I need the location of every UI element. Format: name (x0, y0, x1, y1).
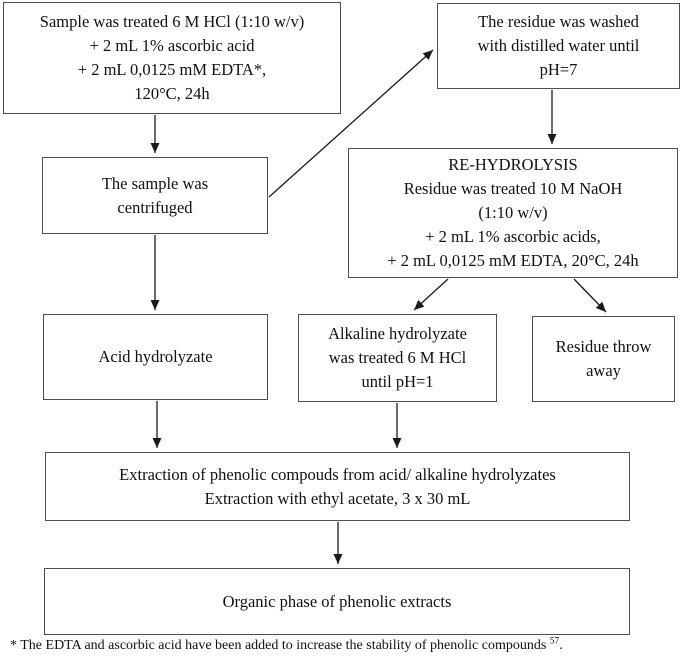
footnote-reference-superscript: 57 (549, 636, 560, 647)
arrow-re-hydrolysis-to-residue-throw-away (573, 278, 607, 313)
footnote: * The EDTA and ascorbic acid have been a… (10, 637, 682, 654)
footnote-text: * The EDTA and ascorbic acid have been a… (10, 638, 550, 653)
node-organic-phase: Organic phase of phenolic extracts (44, 568, 630, 635)
footnote-terminator: . (559, 638, 563, 653)
node-residue-washed: The residue was washed with distilled wa… (437, 3, 680, 89)
node-alkaline-hydrolyzate: Alkaline hydrolyzate was treated 6 M HCl… (298, 314, 497, 402)
node-extraction: Extraction of phenolic compouds from aci… (45, 452, 630, 521)
node-acid-treatment: Sample was treated 6 M HCl (1:10 w/v) + … (3, 2, 341, 114)
arrow-re-hydrolysis-to-alkaline-hydrolyzate (413, 278, 449, 311)
node-residue-throw-away: Residue throw away (532, 316, 675, 402)
node-acid-hydrolyzate: Acid hydrolyzate (43, 314, 268, 400)
node-re-hydrolysis: RE-HYDROLYSIS Residue was treated 10 M N… (348, 148, 678, 278)
node-centrifuged: The sample was centrifuged (42, 157, 268, 234)
